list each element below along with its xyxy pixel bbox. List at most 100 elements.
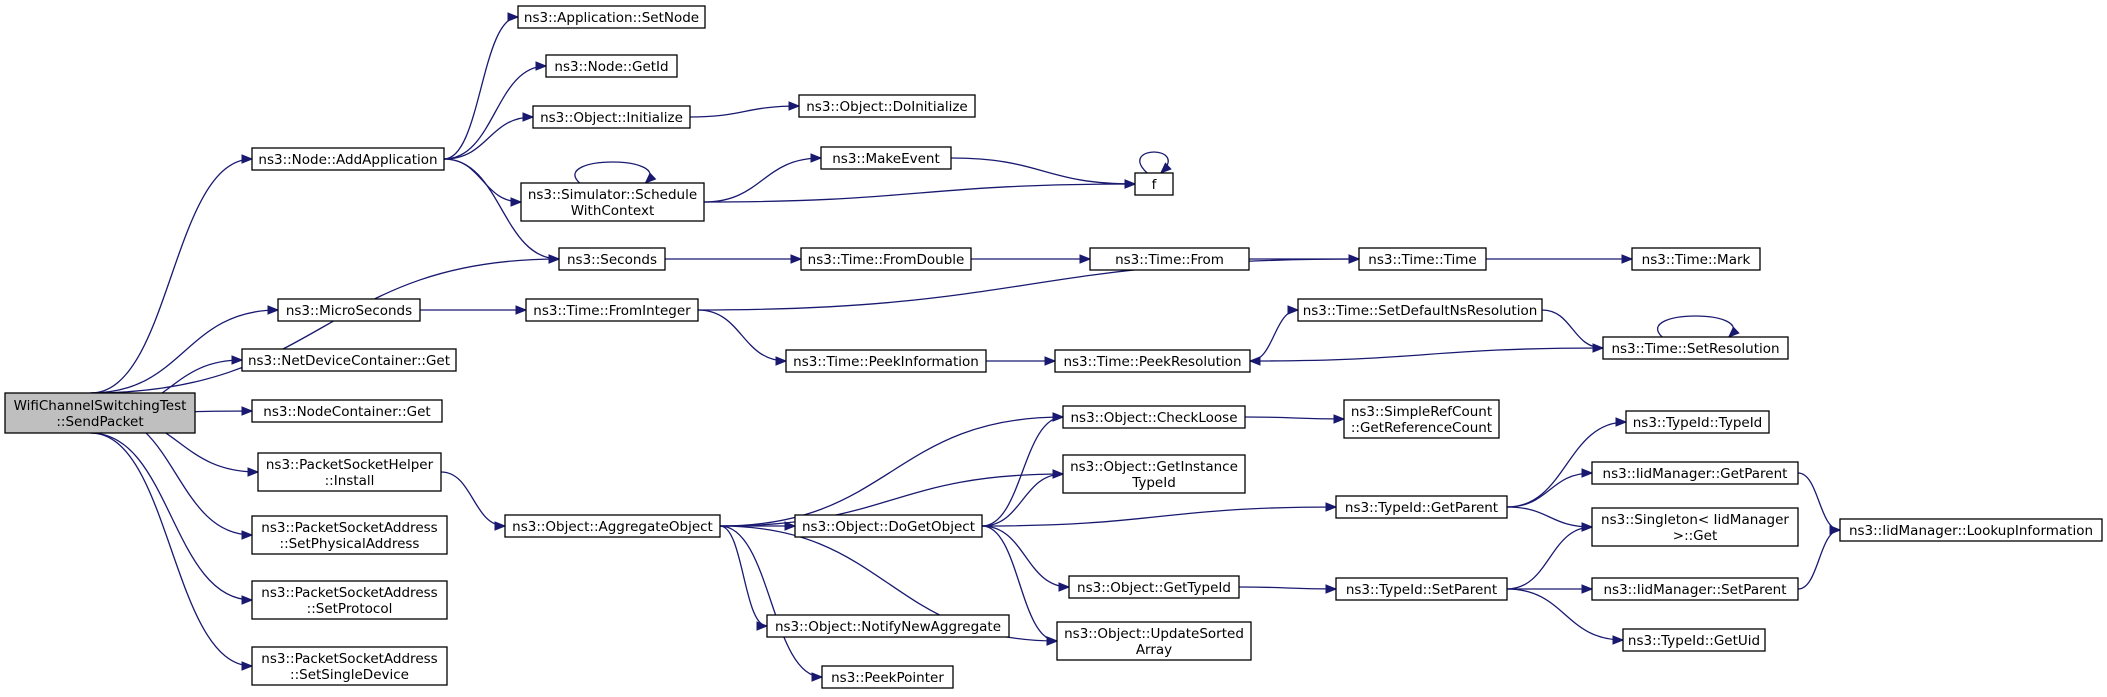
function-node-ttime[interactable]: ns3::Time::Time: [1358, 247, 1487, 271]
call-edge-tfromint-to-ttime: [697, 254, 1361, 311]
call-edge-addapp-to-nodegetid: [443, 61, 548, 160]
node-box: [251, 580, 448, 620]
function-node-objdoinit[interactable]: ns3::Object::DoInitialize: [798, 94, 976, 118]
call-edge-tidsetparent-to-tidgetuid: [1506, 588, 1625, 645]
node-label-line: ns3::Object::UpdateSorted: [1064, 626, 1244, 642]
function-node-psaphys[interactable]: ns3::PacketSocketAddress::SetPhysicalAdd…: [251, 515, 448, 555]
function-node-tfromint[interactable]: ns3::Time::FromInteger: [525, 298, 699, 322]
call-edge-tidgetparent-to-singleton: [1506, 506, 1594, 532]
node-box: [4, 392, 196, 434]
function-node-seconds[interactable]: ns3::Seconds: [558, 247, 666, 271]
node-label-line: ns3::Time::PeekResolution: [1063, 354, 1241, 370]
node-label-line: ns3::Singleton< IidManager: [1601, 512, 1789, 528]
node-box: [251, 646, 448, 686]
function-node-psaproto[interactable]: ns3::PacketSocketAddress::SetProtocol: [251, 580, 448, 620]
function-node-tfromdouble[interactable]: ns3::Time::FromDouble: [800, 247, 972, 271]
node-box: [821, 665, 954, 689]
function-node-iidgetparent[interactable]: ns3::IidManager::GetParent: [1591, 461, 1799, 485]
function-node-appsetnode[interactable]: ns3::Application::SetNode: [517, 5, 706, 29]
node-box: [1054, 349, 1251, 373]
function-node-peekptr[interactable]: ns3::PeekPointer: [821, 665, 954, 689]
call-edge-objinit-to-objdoinit: [689, 101, 801, 118]
node-label-line: ::GetReferenceCount: [1351, 420, 1492, 436]
function-node-objinit[interactable]: ns3::Object::Initialize: [532, 105, 691, 129]
call-edge-simsched-to-simsched: [574, 161, 657, 184]
call-edge-root-to-micro: [90, 305, 280, 394]
node-box: [545, 54, 678, 78]
node-label-line: ns3::Time::Mark: [1642, 252, 1751, 268]
node-label-line: ns3::SimpleRefCount: [1351, 404, 1492, 420]
function-node-micro[interactable]: ns3::MicroSeconds: [277, 298, 421, 322]
node-box: [1335, 577, 1508, 601]
node-box: [1622, 628, 1766, 652]
function-node-dogetobj[interactable]: ns3::Object::DoGetObject: [794, 514, 983, 538]
function-node-srcgetref[interactable]: ns3::SimpleRefCount::GetReferenceCount: [1343, 399, 1500, 439]
function-node-nodegetid[interactable]: ns3::Node::GetId: [545, 54, 678, 78]
node-label-line: ns3::Object::DoGetObject: [802, 519, 975, 535]
call-edge-tsetres-to-tpeekres: [1248, 347, 1604, 366]
call-edge-addapp-to-objinit: [443, 112, 535, 160]
call-edge-aggobj-to-notifyagg: [719, 525, 769, 631]
node-label-line: ns3::Time::PeekInformation: [793, 354, 979, 370]
function-node-tidgetuid[interactable]: ns3::TypeId::GetUid: [1622, 628, 1766, 652]
call-edge-root-to-seconds: [90, 254, 561, 394]
function-node-singleton[interactable]: ns3::Singleton< IidManager>::Get: [1591, 507, 1799, 547]
function-node-checkloose[interactable]: ns3::Object::CheckLoose: [1062, 405, 1246, 429]
function-node-f[interactable]: f: [1134, 172, 1174, 196]
node-label-line: ns3::Object::NotifyNewAggregate: [775, 619, 1001, 635]
function-node-tfrom[interactable]: ns3::Time::From: [1089, 247, 1250, 271]
call-edge-dogetobj-to-updsorted: [981, 525, 1059, 646]
call-edge-ttime-to-tmark: [1486, 254, 1634, 264]
node-label-line: ns3::Node::AddApplication: [258, 152, 437, 168]
function-node-ncget[interactable]: ns3::NodeContainer::Get: [251, 399, 443, 423]
function-node-tidgetparent[interactable]: ns3::TypeId::GetParent: [1335, 495, 1508, 519]
call-edge-seconds-to-tfromdouble: [665, 254, 803, 264]
node-box: [1056, 621, 1252, 661]
node-box: [1134, 172, 1174, 196]
function-node-makeevent[interactable]: ns3::MakeEvent: [820, 146, 952, 170]
function-node-tidsetparent[interactable]: ns3::TypeId::SetParent: [1335, 577, 1508, 601]
node-label-line: ns3::TypeId::TypeId: [1633, 415, 1763, 431]
node-label-line: ns3::Object::CheckLoose: [1070, 410, 1237, 426]
function-node-iidsetparent[interactable]: ns3::IidManager::SetParent: [1591, 577, 1799, 601]
function-node-tidtypeid[interactable]: ns3::TypeId::TypeId: [1625, 410, 1770, 434]
node-box: [1343, 399, 1500, 439]
function-node-notifyagg[interactable]: ns3::Object::NotifyNewAggregate: [766, 614, 1010, 638]
function-node-root[interactable]: WifiChannelSwitchingTest::SendPacket: [4, 392, 196, 434]
node-label-line: ns3::IidManager::GetParent: [1603, 466, 1788, 482]
node-label-line: ns3::Time::FromInteger: [533, 303, 691, 319]
node-box: [1591, 577, 1799, 601]
node-label-line: Array: [1136, 642, 1172, 658]
node-label-line: ns3::TypeId::GetUid: [1628, 633, 1760, 649]
call-edge-pshinstall-to-aggobj: [440, 471, 507, 531]
function-node-iidlookup[interactable]: ns3::IidManager::LookupInformation: [1839, 518, 2103, 542]
node-box: [520, 182, 705, 222]
function-node-aggobj[interactable]: ns3::Object::AggregateObject: [504, 514, 721, 538]
node-box: [800, 247, 972, 271]
function-node-addapp[interactable]: ns3::Node::AddApplication: [251, 147, 445, 171]
function-node-psasingle[interactable]: ns3::PacketSocketAddress::SetSingleDevic…: [251, 646, 448, 686]
node-box: [1631, 247, 1761, 271]
function-node-tsetres[interactable]: ns3::Time::SetResolution: [1602, 336, 1789, 360]
function-node-tmark[interactable]: ns3::Time::Mark: [1631, 247, 1761, 271]
function-node-objgettypeid[interactable]: ns3::Object::GetTypeId: [1068, 575, 1240, 599]
node-label-line: ::SetSingleDevice: [290, 667, 409, 683]
node-label-line: ::Install: [325, 473, 375, 489]
function-node-tpeekinfo[interactable]: ns3::Time::PeekInformation: [785, 349, 987, 373]
node-label-line: ns3::NetDeviceContainer::Get: [248, 353, 450, 369]
call-edge-dogetobj-to-getinst: [981, 469, 1065, 527]
function-node-tsetdefault[interactable]: ns3::Time::SetDefaultNsResolution: [1297, 298, 1543, 322]
function-node-tpeekres[interactable]: ns3::Time::PeekResolution: [1054, 349, 1251, 373]
node-label-line: ns3::Object::GetInstance: [1070, 459, 1238, 475]
node-label-line: ns3::Object::DoInitialize: [806, 99, 968, 115]
node-label-line: ns3::PacketSocketAddress: [261, 651, 437, 667]
function-node-pshinstall[interactable]: ns3::PacketSocketHelper::Install: [257, 452, 442, 492]
node-box: [1358, 247, 1487, 271]
node-label-line: ns3::Time::From: [1115, 252, 1224, 268]
call-edge-tpeekinfo-to-tpeekres: [986, 356, 1057, 366]
function-node-ndcget[interactable]: ns3::NetDeviceContainer::Get: [241, 348, 457, 372]
node-label-line: ns3::Time::SetResolution: [1611, 341, 1779, 357]
